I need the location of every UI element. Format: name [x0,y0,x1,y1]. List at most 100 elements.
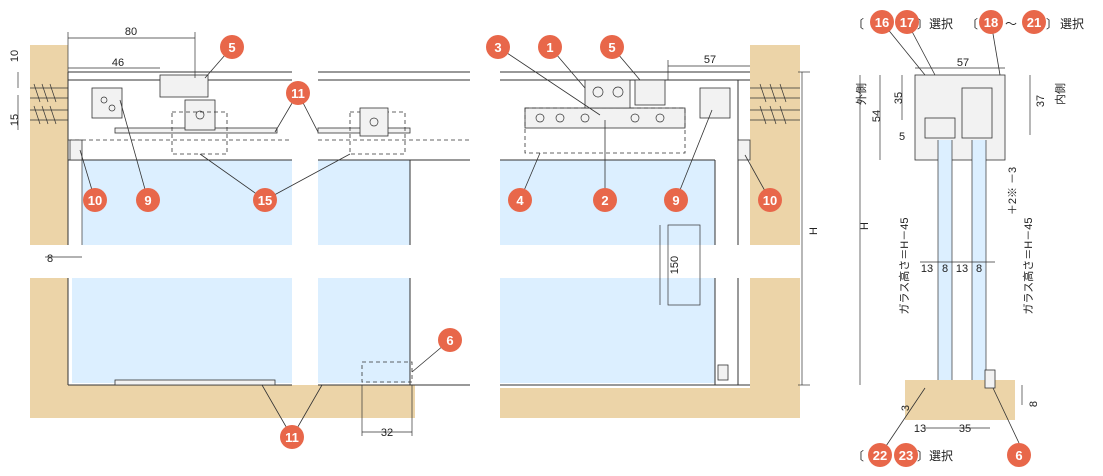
glass-panel-right-lower [318,278,410,383]
badge-2: 2 [593,188,617,212]
badge-text: 5 [228,40,235,55]
section-floor [905,380,1015,420]
badge-text: 18 [984,15,998,30]
badge-23: 23 [894,443,918,467]
wall-screw-icon [750,83,800,125]
dim-8-c: 8 [976,263,982,275]
dim-46: 46 [112,57,124,69]
dim-35-section-top: 35 [893,92,905,104]
select-label-18-21: 選択 [1060,17,1084,31]
badge-text: 15 [258,193,272,208]
badge-15: 15 [253,188,277,212]
dim-54: 54 [871,110,883,122]
bracket-close-21: 〕 [1046,17,1058,31]
badge-text: 10 [763,193,777,208]
right-wall-lower [750,278,800,388]
glass-panel-right-upper [318,160,410,245]
badge-22: 22 [868,443,892,467]
badge-5-middle: 5 [600,35,624,59]
badge-text: 16 [875,15,889,30]
bracket-9-left [91,87,123,119]
roller-1 [584,79,631,109]
badge-5-left: 5 [220,35,244,59]
badge-10-right: 10 [758,188,782,212]
badge-6-left: 6 [438,328,462,352]
badge-11-bottom: 11 [280,425,304,449]
badge-17: 17 [895,10,919,34]
badge-text: 6 [446,333,453,348]
right-wall-upper [750,45,800,245]
stopper-5-middle [634,79,666,106]
badge-text: 17 [900,15,914,30]
glass-height-left: ガラス高さ＝H－45 [897,218,911,315]
dim-80: 80 [125,26,137,38]
badge-text: 23 [899,448,913,463]
badge-18: 18 [979,10,1003,34]
dim-H-middle: H [808,227,820,235]
glass-panel-left-lower [72,278,292,383]
dim-150: 150 [669,256,681,274]
dim-8-d: 8 [1028,401,1040,407]
selection-bottom: 〔 〕 選択 [852,449,953,463]
dim-3: 3 [900,405,912,411]
dim-57-middle: 57 [704,54,716,66]
left-wall-upper [30,45,68,245]
bottom-guide-left [114,379,276,386]
dim-8-b: 8 [942,263,948,275]
dim-13-c: 13 [914,423,926,435]
stopper-5-left [159,74,209,98]
badge-9-right: 9 [664,188,688,212]
bracket-open-16: 〔 [852,17,864,31]
glass-panel-middle-lower [500,278,715,383]
selection-top: 〔 〕 選択 〔 ～ 〕 選択 [852,17,1084,31]
select-label-16-17: 選択 [929,17,953,31]
bracket-open-22: 〔 [852,449,864,463]
left-view: 80 46 10 15 8 32 [9,26,470,439]
glass-outer-section [938,140,952,380]
badge-text: 3 [494,40,501,55]
badge-16: 16 [870,10,894,34]
badge-1: 1 [538,35,562,59]
dim-37: 37 [1035,95,1047,107]
dim-35-section-bottom: 35 [959,423,971,435]
badge-6-section: 6 [1007,443,1031,467]
badge-text: 1 [546,40,553,55]
bracket-open-18: 〔 [966,17,978,31]
wall-screw-icon [30,83,68,125]
section-view: 外側 内側 57 54 35 37 5 H ガラス高さ＝H－45 ガラス高さ＝H… [855,21,1067,456]
dim-15: 15 [9,114,21,126]
badge-text: 11 [285,430,299,445]
tolerance-label: ＋2※ －3 [1007,167,1019,215]
select-label-22-23: 選択 [929,449,953,463]
dim-32: 32 [381,427,393,439]
badge-text: 22 [873,448,887,463]
badge-text: 6 [1015,448,1022,463]
range-sep-18-21: ～ [1005,17,1017,31]
badge-text: 11 [291,86,305,101]
dim-57-section: 57 [957,57,969,69]
middle-floor [500,388,800,418]
badge-4: 4 [508,188,532,212]
badge-10-left: 10 [83,188,107,212]
bracket-9-right [699,87,731,119]
badge-text: 4 [516,193,524,208]
badge-3: 3 [486,35,510,59]
badge-text: 10 [88,193,102,208]
dim-8-left: 8 [47,253,53,265]
dim-10: 10 [9,50,21,62]
outer-side-label: 外側 [855,83,868,105]
badge-layer: 10 9 15 11 5 11 6 3 1 5 4 2 9 10 16 17 1… [83,10,1046,467]
dim-H-section: H [859,222,871,230]
middle-view: 57 H 150 [497,45,820,418]
dim-13-a: 13 [921,263,933,275]
dim-5: 5 [899,131,905,143]
badge-text: 9 [144,193,151,208]
bracket-close-23: 〕 [917,449,929,463]
badge-text: 9 [672,193,679,208]
left-floor [30,385,415,418]
glass-inner-section [972,140,986,380]
floor-guide-6-middle [717,364,729,381]
badge-text: 2 [601,193,608,208]
badge-text: 5 [608,40,615,55]
bracket-10-right [737,139,751,161]
